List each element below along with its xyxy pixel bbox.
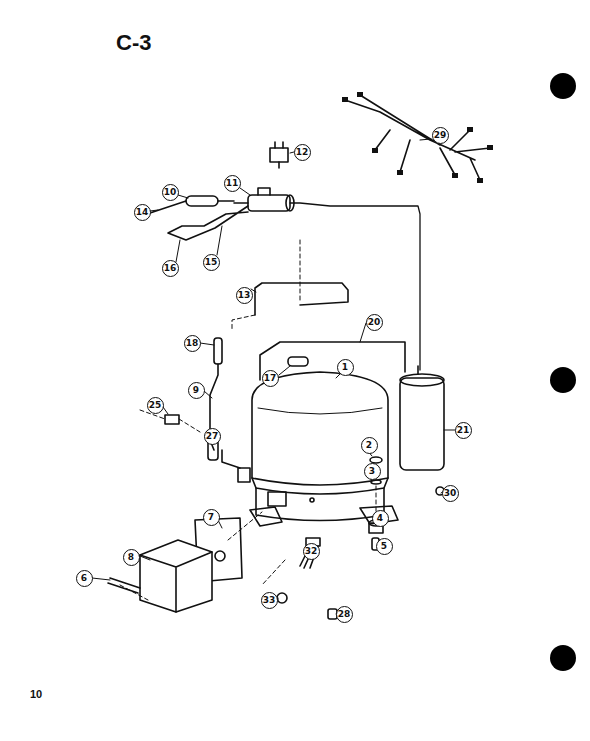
callout-number: 32 — [303, 543, 320, 560]
callout-number: 28 — [336, 606, 353, 623]
callout-number: 1 — [337, 359, 354, 376]
callout-number: 4 — [372, 510, 389, 527]
page-title: C-3 — [116, 30, 151, 56]
callout-number: 25 — [147, 397, 164, 414]
callout-number: 30 — [442, 485, 459, 502]
callout-number: 3 — [364, 463, 381, 480]
callout-number: 5 — [376, 538, 393, 555]
callout-number: 27 — [204, 428, 221, 445]
callout-number: 8 — [123, 549, 140, 566]
callout-number: 15 — [203, 254, 220, 271]
callout-number: 11 — [224, 175, 241, 192]
callout-number: 33 — [261, 592, 278, 609]
callout-number: 2 — [361, 437, 378, 454]
callout-number: 18 — [184, 335, 201, 352]
callout-number: 21 — [455, 422, 472, 439]
callout-number: 12 — [294, 144, 311, 161]
callout-number: 17 — [262, 370, 279, 387]
callout-number: 7 — [203, 509, 220, 526]
page-number: 10 — [30, 688, 42, 700]
callout-number: 16 — [162, 260, 179, 277]
callout-number: 29 — [432, 127, 449, 144]
callout-number: 10 — [162, 184, 179, 201]
callout-number: 9 — [188, 382, 205, 399]
callout-number: 13 — [236, 287, 253, 304]
callout-number: 14 — [134, 204, 151, 221]
callout-number: 6 — [76, 570, 93, 587]
callout-number: 20 — [366, 314, 383, 331]
